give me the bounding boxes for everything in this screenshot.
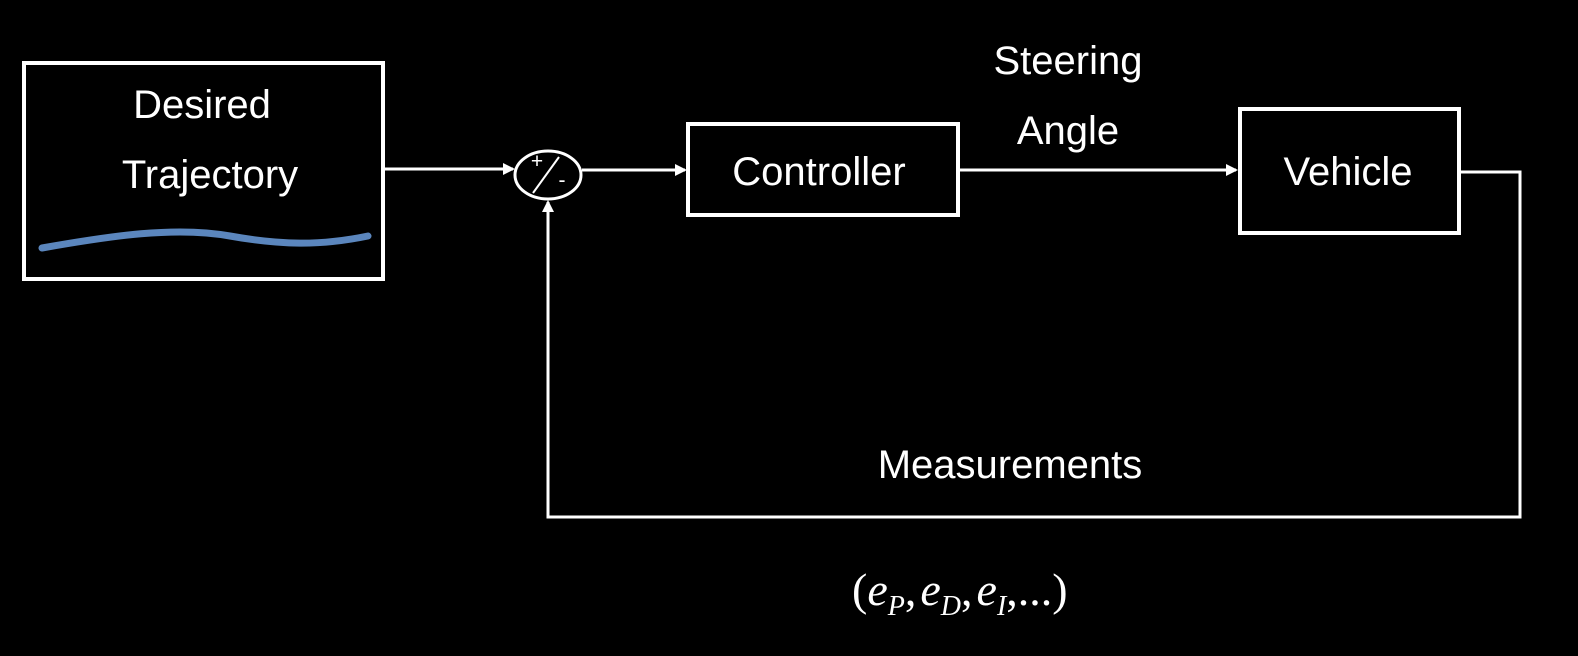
desired-trajectory-label-line1: Desired xyxy=(133,83,271,127)
desired-trajectory-label-line2: Trajectory xyxy=(122,153,298,197)
controller-block: Controller xyxy=(686,122,960,217)
junction-slash xyxy=(532,156,560,194)
error-terms-formula: (eP,eD,eI,...) xyxy=(852,564,1068,622)
vehicle-block: Vehicle xyxy=(1238,107,1461,235)
controller-label: Controller xyxy=(732,150,905,194)
measurements-label: Measurements xyxy=(878,443,1143,487)
summing-junction-circle xyxy=(513,149,583,201)
plus-sign: + xyxy=(531,150,543,173)
trajectory-curve-icon xyxy=(38,228,372,252)
feedback-path xyxy=(542,170,1522,519)
summing-junction: + - xyxy=(513,149,583,201)
desired-trajectory-box xyxy=(22,61,385,281)
controller-box xyxy=(686,122,960,217)
minus-sign: - xyxy=(559,169,566,192)
desired-trajectory-block: Desired Trajectory xyxy=(22,61,385,281)
vehicle-box xyxy=(1238,107,1461,235)
steering-angle-label-line2: Angle xyxy=(1017,109,1119,153)
vehicle-label: Vehicle xyxy=(1284,150,1413,194)
steering-angle-label-line1: Steering xyxy=(994,39,1143,83)
